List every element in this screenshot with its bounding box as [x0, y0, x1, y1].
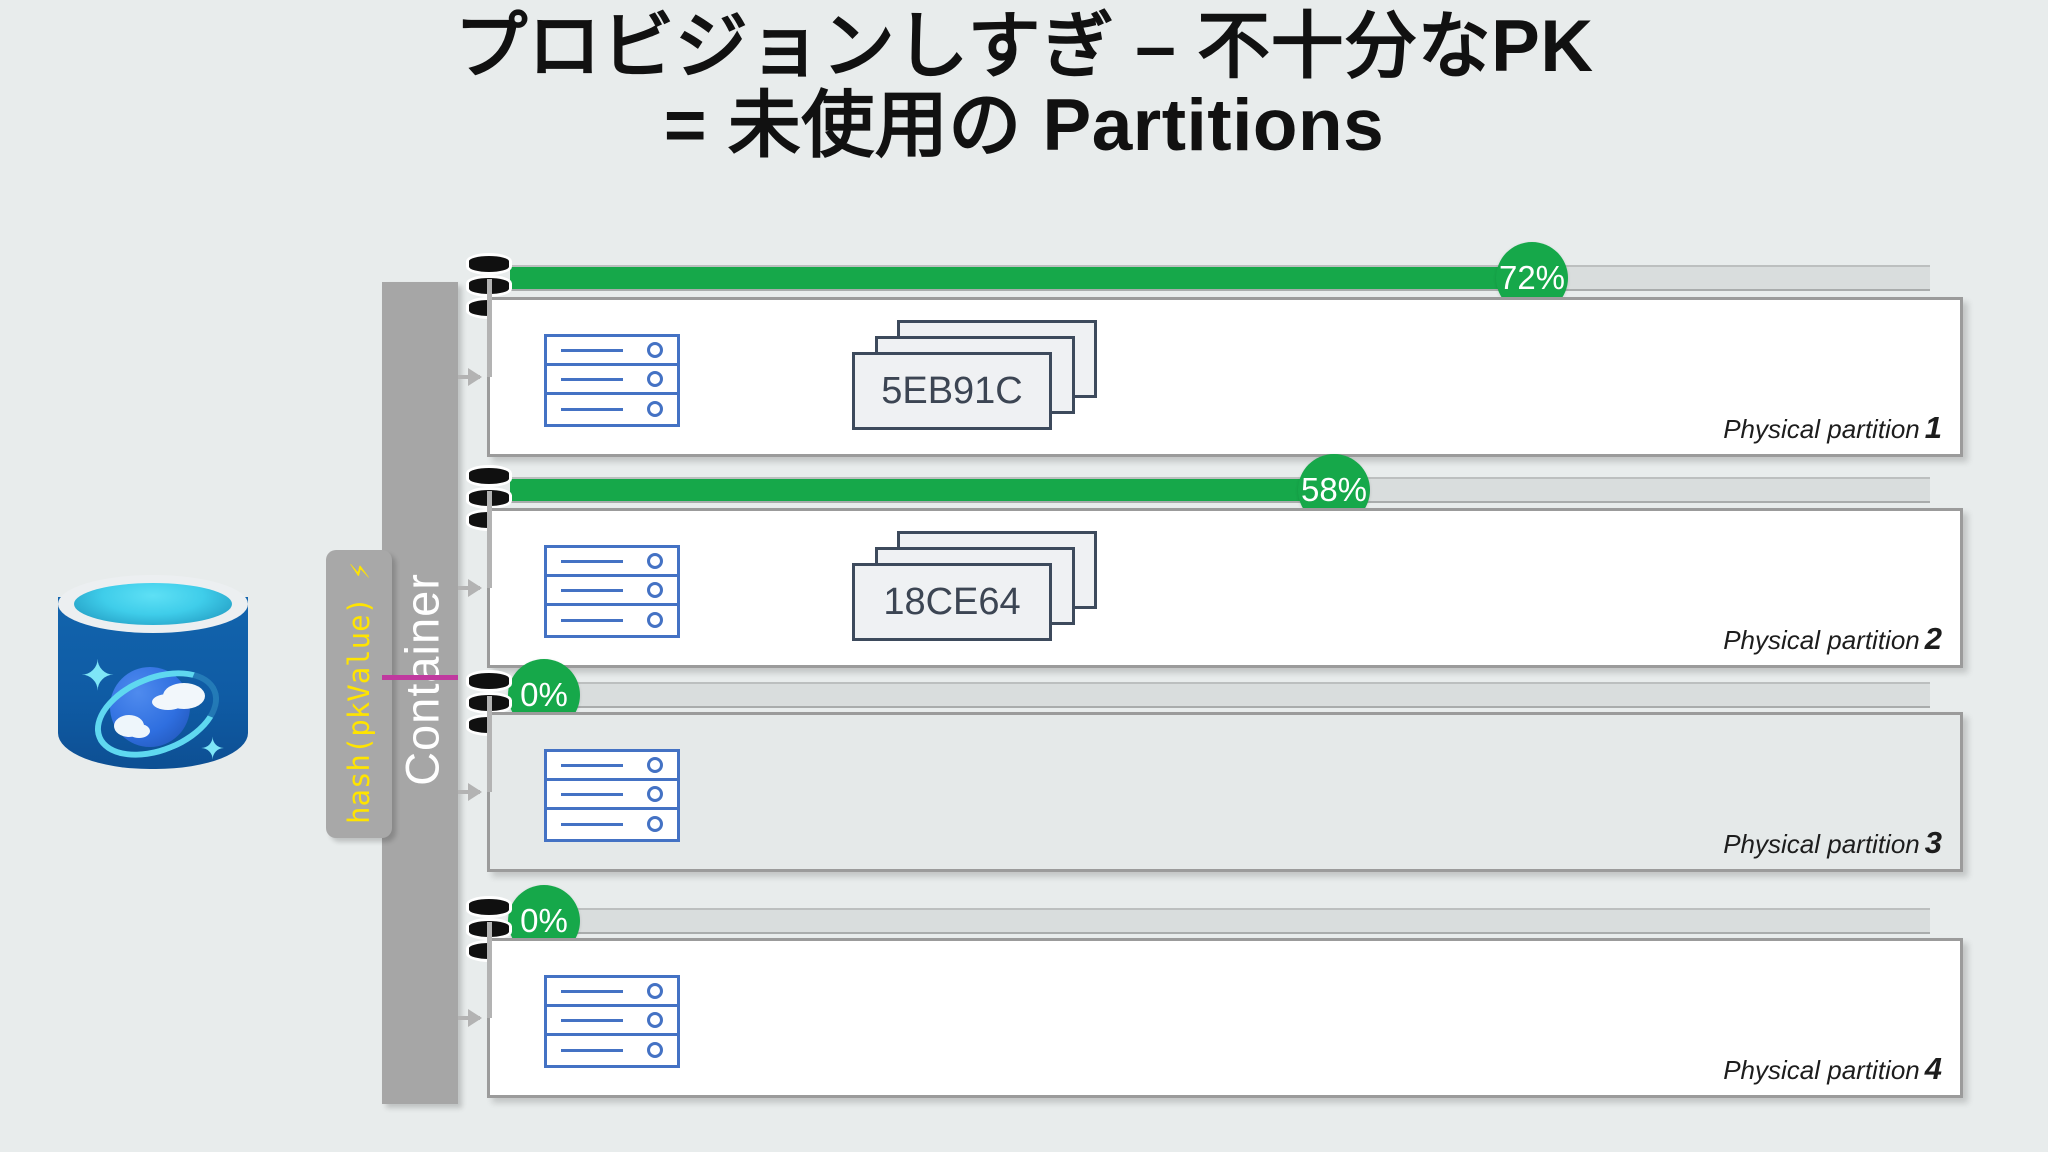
rack-unit	[547, 781, 677, 810]
rack-line	[561, 823, 623, 827]
server-rack-icon-3	[544, 749, 680, 842]
rack-line	[561, 408, 623, 412]
logo-sparkle-b: ✦	[200, 733, 226, 766]
partition-utilization-fill-1	[510, 267, 1532, 289]
container-to-partition-arrow-1	[458, 368, 482, 386]
logo-cloud-a	[163, 683, 205, 709]
server-rack-icon-4	[544, 975, 680, 1068]
partition-utilization-track-2	[510, 477, 1930, 503]
rack-unit	[547, 606, 677, 635]
logo-cloud-b	[114, 715, 144, 737]
document-partition-key-value-1: 5EB91C	[881, 369, 1023, 412]
hash-function-label: hash(pkValue) ⚡	[342, 562, 376, 824]
partition-utilization-value-1: 72%	[1498, 259, 1566, 296]
rack-line	[561, 1018, 623, 1022]
partition-spine-1	[487, 279, 492, 377]
partition-spine-2	[487, 491, 492, 588]
physical-partition-label-text: Physical partition	[1723, 414, 1920, 444]
rack-unit	[547, 366, 677, 395]
document-stack-1: 5EB91C	[852, 320, 1097, 430]
rack-unit	[547, 548, 677, 577]
logo-sparkle-a: ✦	[80, 652, 116, 699]
rack-indicator	[647, 982, 663, 999]
physical-partition-number: 3	[1924, 825, 1942, 860]
rack-unit	[547, 752, 677, 781]
partition-utilization-track-3	[510, 682, 1930, 708]
partition-boundary-marker	[382, 675, 458, 680]
container-to-partition-arrow-2	[458, 579, 482, 597]
logo-cylinder-opening	[74, 583, 232, 625]
database-disk	[466, 670, 512, 692]
rack-indicator	[647, 1042, 663, 1059]
rack-unit	[547, 577, 677, 606]
rack-unit	[547, 395, 677, 424]
hash-function-box: hash(pkValue) ⚡	[326, 550, 392, 838]
partition-spine-3	[487, 696, 492, 792]
rack-indicator	[647, 785, 663, 802]
rack-line	[561, 1049, 623, 1053]
partition-utilization-track-4	[510, 908, 1930, 934]
rack-indicator	[647, 552, 663, 569]
page-title: プロビジョンしすぎ – 不十分なPK = 未使用の Partitions	[0, 6, 2048, 166]
rack-unit	[547, 978, 677, 1007]
physical-partition-label-text: Physical partition	[1723, 625, 1920, 655]
container-to-partition-arrow-3	[458, 783, 482, 801]
container-to-partition-arrow-4	[458, 1009, 482, 1027]
document-stack-2: 18CE64	[852, 531, 1097, 641]
rack-indicator	[647, 401, 663, 418]
container-bar: Container	[382, 282, 458, 1104]
physical-partition-label-text: Physical partition	[1723, 829, 1920, 859]
rack-unit	[547, 810, 677, 839]
database-disk	[466, 253, 512, 275]
rack-indicator	[647, 370, 663, 387]
physical-partition-label-text: Physical partition	[1723, 1055, 1920, 1085]
rack-indicator	[647, 816, 663, 833]
server-rack-icon-2	[544, 545, 680, 638]
rack-line	[561, 619, 623, 623]
rack-indicator	[647, 756, 663, 773]
database-disk	[466, 896, 512, 918]
physical-partition-number: 1	[1924, 410, 1942, 445]
rack-line	[561, 348, 623, 352]
rack-indicator	[647, 1011, 663, 1028]
rack-line	[561, 588, 623, 592]
rack-unit	[547, 1007, 677, 1036]
partition-utilization-fill-2	[510, 479, 1334, 501]
partition-utilization-value-4: 0%	[520, 902, 568, 939]
rack-line	[561, 989, 623, 993]
rack-unit	[547, 1036, 677, 1065]
page-title-line-1: プロビジョンしすぎ – 不十分なPK	[454, 6, 1594, 87]
physical-partition-number: 2	[1924, 621, 1942, 656]
rack-line	[561, 792, 623, 796]
rack-indicator	[647, 612, 663, 629]
partition-utilization-track-1	[510, 265, 1930, 291]
document-partition-key-value-2: 18CE64	[883, 580, 1021, 623]
rack-unit	[547, 337, 677, 366]
document-card-front: 5EB91C	[852, 352, 1052, 430]
partition-spine-4	[487, 922, 492, 1018]
rack-line	[561, 559, 623, 563]
rack-indicator	[647, 341, 663, 358]
page-title-line-2: = 未使用の Partitions	[663, 84, 1385, 166]
partition-utilization-value-2: 58%	[1300, 471, 1368, 508]
rack-line	[561, 763, 623, 767]
rack-line	[561, 377, 623, 381]
document-card-front: 18CE64	[852, 563, 1052, 641]
physical-partition-number: 4	[1924, 1051, 1942, 1086]
azure-cosmos-db-logo-icon: ✦ ✦	[58, 575, 248, 790]
database-disk	[466, 465, 512, 487]
partition-utilization-value-3: 0%	[520, 676, 568, 713]
server-rack-icon-1	[544, 334, 680, 427]
rack-indicator	[647, 581, 663, 598]
